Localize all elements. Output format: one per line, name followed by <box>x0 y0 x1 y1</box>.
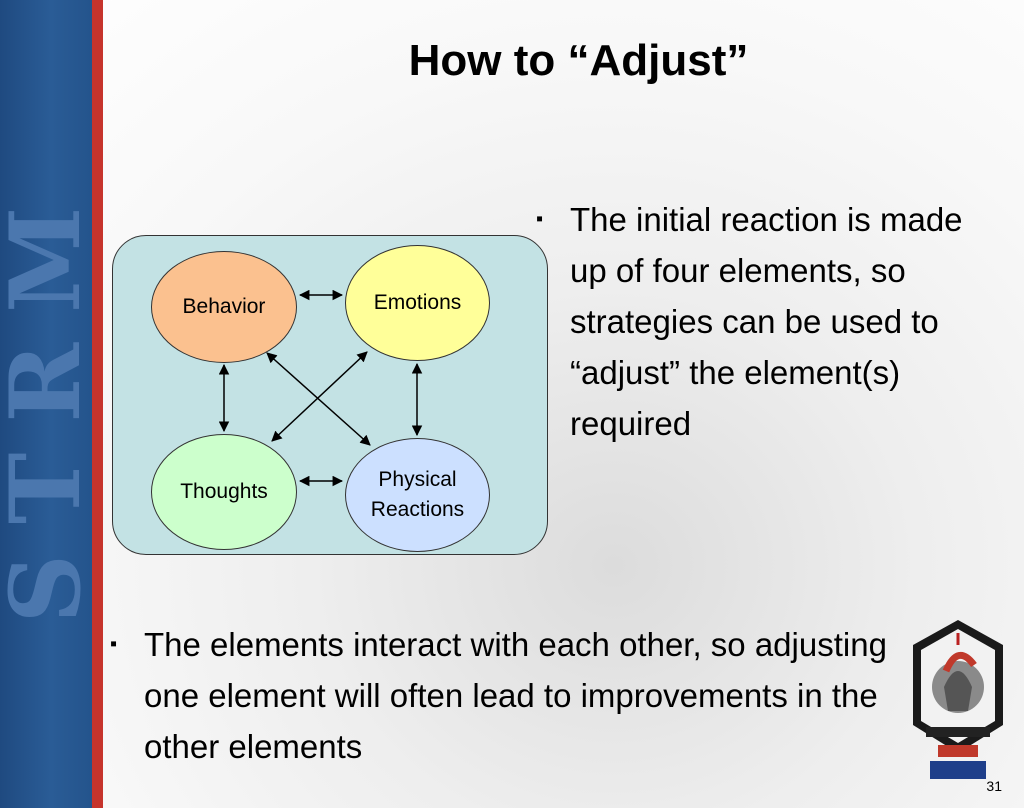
node-emotions-label: Emotions <box>373 290 462 314</box>
bullet-right: ▪ The initial reaction is made up of fou… <box>536 194 976 449</box>
bullet-right-text: The initial reaction is made up of four … <box>570 201 963 442</box>
node-behavior: Behavior <box>151 251 297 363</box>
node-emotions: Emotions <box>345 245 490 361</box>
node-behavior-label: Behavior <box>182 294 266 318</box>
bullet-square-icon: ▪ <box>536 208 544 230</box>
bullet-bottom: ▪ The elements interact with each other,… <box>110 619 910 772</box>
node-physical-reactions-label: Physical Reactions <box>370 467 465 521</box>
national-guard-spartan-crest-icon <box>913 620 1003 779</box>
node-thoughts-label: Thoughts <box>180 479 268 503</box>
page-number: 31 <box>986 778 1002 794</box>
sidebar-logo-text: STRM <box>0 176 102 624</box>
sidebar-red-stripe <box>92 0 103 808</box>
bullet-item: ▪ The initial reaction is made up of fou… <box>536 194 976 449</box>
node-thoughts: Thoughts <box>151 434 297 550</box>
bullet-item: ▪ The elements interact with each other,… <box>110 619 910 772</box>
sidebar-band: STRM <box>0 0 102 808</box>
bullet-square-icon: ▪ <box>110 633 118 655</box>
node-physical-reactions: Physical Reactions <box>345 438 490 552</box>
bullet-bottom-text: The elements interact with each other, s… <box>144 626 887 765</box>
slide-title: How to “Adjust” <box>408 36 749 85</box>
